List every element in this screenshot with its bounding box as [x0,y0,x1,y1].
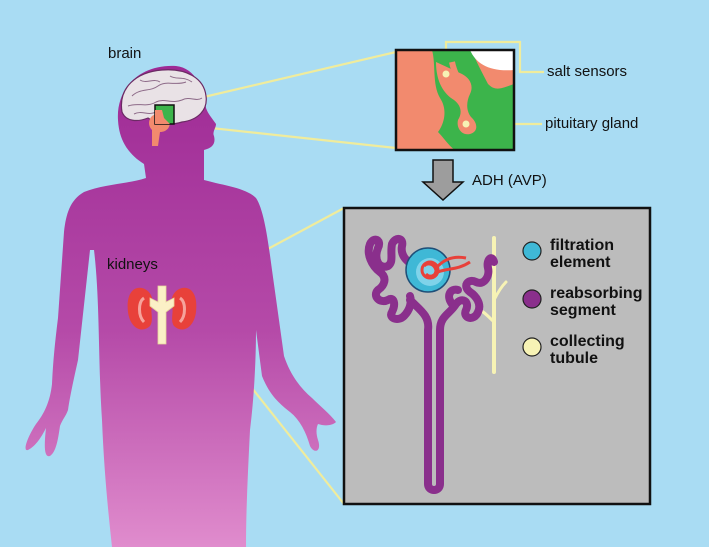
label-pituitary-gland: pituitary gland [545,115,639,132]
label-kidneys: kidneys [107,256,158,273]
legend-label-line: filtration [550,237,614,254]
legend-label-line: segment [550,302,616,319]
legend-dot-reabsorbing-segment [522,289,542,309]
legend-label-line: tubule [550,350,598,367]
legend-label-reabsorbing-segment: reabsorbing segment [550,285,642,319]
legend-label-filtration-element: filtration element [550,237,614,271]
kidneys-organ [127,285,197,345]
pituitary-zoom-box [394,48,516,152]
legend-label-line: reabsorbing [550,285,643,302]
brain-organ [120,69,207,146]
legend-dot-collecting-tubule [522,337,542,357]
legend-label-collecting-tubule: collecting tubule [550,333,625,367]
label-brain: brain [108,45,142,62]
label-salt-sensors: salt sensors [547,63,628,80]
legend-dot-filtration-element [522,241,542,261]
nephron-panel [342,206,652,506]
legend-label-line: collecting [550,333,625,350]
label-hormone-adh: ADH (AVP) [472,172,547,189]
down-arrow-icon [421,159,465,202]
legend-label-line: element [550,254,611,271]
